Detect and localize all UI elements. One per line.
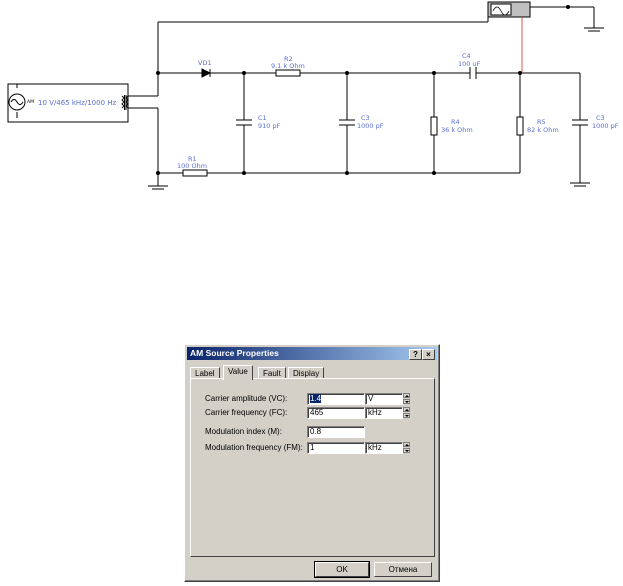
c4-value: 100 uF (458, 60, 481, 68)
help-button[interactable]: ? (409, 349, 422, 360)
c1-ref: C1 (258, 114, 267, 122)
modulation-index-label: Modulation index (M): (205, 427, 282, 436)
source-value-label: 10 V/465 kHz/1000 Hz (38, 99, 117, 107)
c3-right-ref: C3 (596, 114, 605, 122)
source-type-label: AM (27, 99, 34, 105)
c4-ref: C4 (462, 52, 471, 60)
tab-display[interactable]: Display (288, 367, 325, 379)
circuit-schematic: AM 10 V/465 kHz/1000 Hz VD1 R2 9.1 k Ohm… (7, 1, 619, 190)
carrier-amplitude-unit[interactable]: V (365, 393, 403, 405)
am-source-symbol (8, 93, 26, 111)
modulation-index-input[interactable]: 0.8 (307, 426, 365, 438)
resistor-r4[interactable] (430, 116, 438, 136)
c1-value: 910 pF (258, 122, 281, 130)
close-button[interactable]: × (422, 349, 435, 360)
tab-value[interactable]: Value (223, 365, 253, 380)
diode-vd1[interactable] (201, 68, 212, 78)
resistor-r2[interactable] (275, 69, 301, 77)
r5-value: 82 k Ohm (527, 126, 559, 134)
tab-label[interactable]: Label (190, 367, 220, 379)
r2-value: 9.1 k Ohm (271, 62, 305, 70)
resistor-r5[interactable] (516, 116, 524, 136)
r5-ref: R5 (537, 118, 546, 126)
am-source-box[interactable] (7, 83, 129, 123)
r1-ref: R1 (188, 155, 197, 163)
carrier-frequency-label: Carrier frequency (FC): (205, 408, 288, 417)
cancel-button[interactable]: Отмена (374, 562, 432, 577)
modulation-frequency-unit[interactable]: kHz (365, 442, 403, 454)
carrier-amplitude-input[interactable]: 1.4 (307, 393, 365, 405)
r1-value: 100 Ohm (177, 162, 207, 170)
modulation-frequency-label: Modulation frequency (FM): (205, 443, 303, 452)
dialog-title: AM Source Properties (190, 348, 279, 358)
modulation-frequency-spinner[interactable] (403, 442, 410, 453)
r2-ref: R2 (284, 55, 293, 63)
carrier-frequency-input[interactable]: 465 (307, 407, 365, 419)
carrier-frequency-unit[interactable]: kHz (365, 407, 403, 419)
value-tab-panel: Carrier amplitude (VC): 1.4 V Carrier fr… (190, 378, 435, 557)
am-source-properties-dialog: AM Source Properties ? × Label Value Fau… (184, 344, 440, 582)
r4-value: 36 k Ohm (441, 126, 473, 134)
resistor-r1[interactable] (182, 169, 208, 177)
vd1-ref: VD1 (198, 59, 212, 67)
ok-button[interactable]: OK (314, 561, 370, 578)
c3-ref: C3 (361, 114, 370, 122)
modulation-frequency-input[interactable]: 1 (307, 442, 365, 454)
carrier-amplitude-spinner[interactable] (403, 393, 410, 404)
dialog-titlebar[interactable]: AM Source Properties ? × (187, 347, 437, 360)
carrier-frequency-spinner[interactable] (403, 407, 410, 418)
c3-right-value: 1000 pF (592, 122, 619, 130)
carrier-amplitude-label: Carrier amplitude (VC): (205, 394, 288, 403)
tab-fault[interactable]: Fault (258, 367, 286, 379)
r4-ref: R4 (451, 118, 460, 126)
c3-value: 1000 pF (357, 122, 384, 130)
